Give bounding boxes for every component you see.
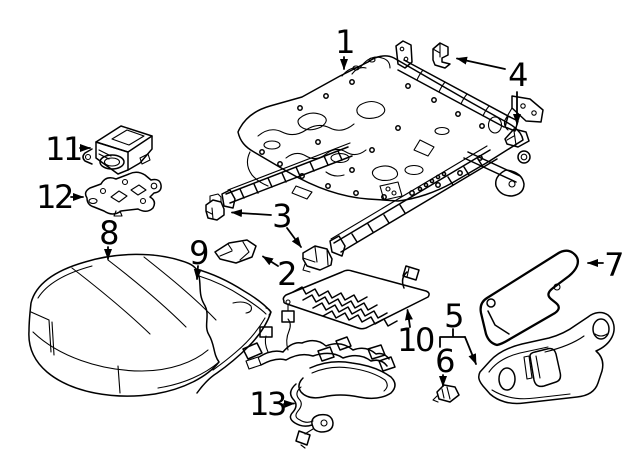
callout-label-10: 10: [397, 321, 434, 359]
clip-part-4-upper-drawing: [432, 42, 451, 69]
wiring-harness-part-13-drawing: [242, 299, 396, 449]
side-shield-part-5-drawing: [478, 311, 615, 405]
callout-label-7: 7: [604, 246, 622, 284]
seat-cover-part-9-drawing: [195, 268, 272, 394]
callout-label-6: 6: [435, 342, 454, 380]
callout-label-3: 3: [272, 197, 290, 235]
callout-label-8: 8: [99, 214, 118, 252]
seat-cushion-part-8-drawing: [28, 253, 220, 397]
wire-frame-part-7-drawing: [479, 249, 580, 347]
callout-label-2: 2: [277, 255, 295, 293]
callout-label-12: 12: [36, 178, 72, 216]
clip-part-6-drawing: [432, 384, 460, 403]
cap-part-2-drawing: [214, 239, 257, 264]
callout-label-1: 1: [335, 23, 353, 61]
callout-label-9: 9: [189, 234, 208, 272]
clip-part-4-lower-drawing: [504, 128, 530, 148]
clip-part-3-right-drawing: [302, 245, 333, 273]
callout-label-4: 4: [508, 56, 527, 94]
clip-part-3-left-drawing: [205, 193, 225, 221]
seat-heater-part-10-drawing: [282, 265, 430, 330]
callout-arrows: [70, 56, 604, 408]
bracket-part-12-drawing: [84, 171, 162, 217]
control-module-part-11-drawing: [82, 125, 153, 175]
callout-label-5: 5: [444, 297, 462, 335]
seat-frame-assembly-drawing: [221, 40, 544, 257]
callout-label-11: 11: [45, 130, 81, 168]
callout-labels: 1 2 3 4 5 6 7 8 9 10 11 12 13: [36, 23, 624, 423]
callout-label-13: 13: [249, 385, 285, 423]
